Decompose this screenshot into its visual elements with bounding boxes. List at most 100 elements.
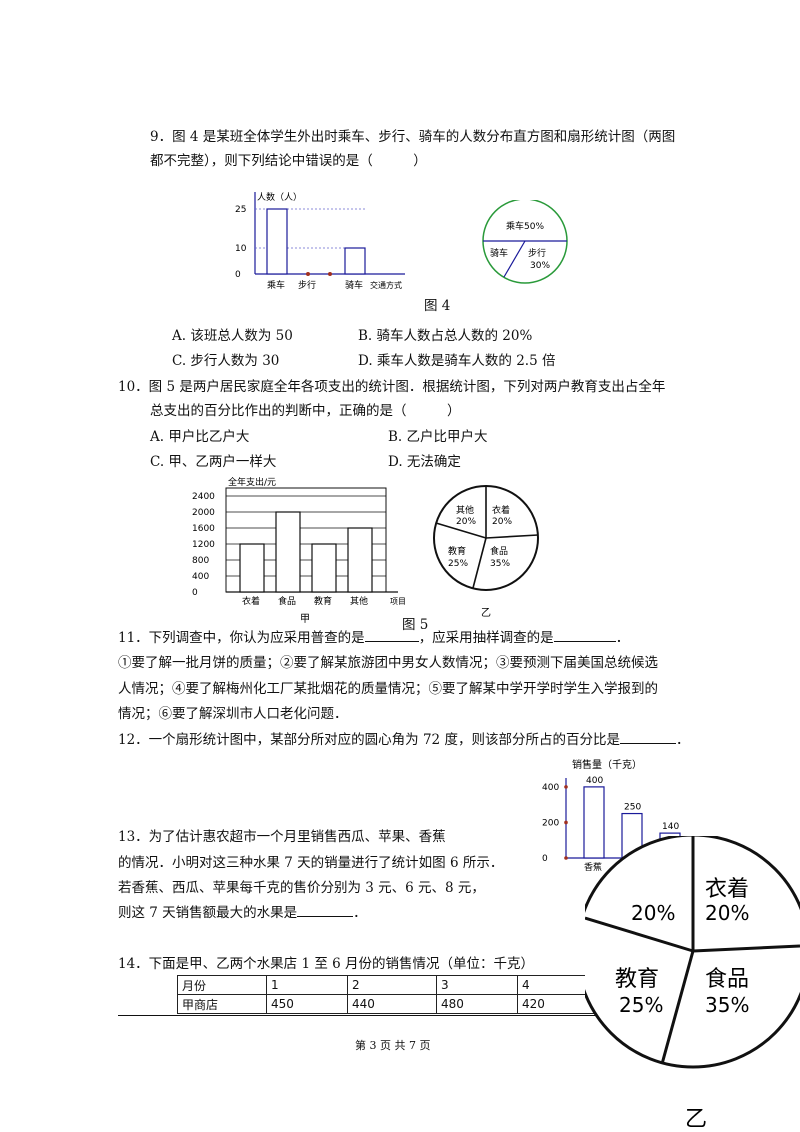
table-cell: 480 bbox=[436, 994, 518, 1014]
table-cell: 450 bbox=[266, 994, 348, 1014]
q10-fig-label: 图 5 bbox=[402, 617, 429, 633]
q12-text: 12．一个扇形统计图中，某部分所对应的圆心角为 72 度，则该部分所占的百分比是 bbox=[118, 732, 620, 748]
q12-answer-blank[interactable] bbox=[619, 731, 676, 744]
x-tick-label: 香蕉 bbox=[584, 861, 602, 873]
overlay-pie-label: 20% bbox=[631, 901, 675, 925]
q10-option-a: A. 甲户比乙户大 bbox=[150, 429, 250, 445]
y-tick-label: 1200 bbox=[192, 540, 215, 550]
q9-pie-label: 乘车50% bbox=[506, 220, 544, 232]
q10-pie-label: 其他 bbox=[456, 504, 474, 516]
overlay-pie-label: 食品 bbox=[705, 967, 749, 992]
q13-text-line1: 13．为了估计惠农超市一个月里销售西瓜、苹果、香蕉 bbox=[118, 829, 446, 845]
y-axis-label: 人数（人） bbox=[257, 191, 302, 203]
y-tick-label: 25 bbox=[235, 205, 246, 215]
q9-option-c: C. 步行人数为 30 bbox=[172, 353, 280, 369]
page-rule bbox=[118, 1015, 690, 1016]
overlay-pie-label: 25% bbox=[619, 993, 663, 1017]
bar bbox=[311, 543, 337, 593]
y-tick-label: 0 bbox=[235, 270, 241, 280]
q14-text-line1: 14．下面是甲、乙两个水果店 1 至 6 月份的销售情况（单位：千克） bbox=[118, 956, 535, 972]
q9-fig-label: 图 4 bbox=[424, 298, 451, 314]
q11-answer-blank-2[interactable] bbox=[553, 629, 616, 642]
q13-text-line3: 若香蕉、西瓜、苹果每千克的售价分别为 3 元、6 元、8 元， bbox=[118, 880, 485, 896]
q10-pie-label: 20% bbox=[492, 517, 512, 527]
overlay-pie-label: 35% bbox=[705, 993, 749, 1017]
y-tick-label: 200 bbox=[542, 818, 559, 828]
q11-answer-blank-1[interactable] bbox=[364, 629, 419, 642]
x-tick-label: 其他 bbox=[350, 595, 368, 607]
y-tick-marker bbox=[564, 856, 568, 860]
q10-pie-label: 衣着 bbox=[492, 504, 510, 516]
overlay-pie-chart: 20% 衣着 20% 教育 25% 食品 35% 乙 bbox=[585, 836, 800, 1132]
y-tick-label: 400 bbox=[192, 572, 209, 582]
q10-bar-chart: 全年支出/元项目04008001200160020002400衣着食品教育其他甲 bbox=[192, 476, 406, 624]
table-cell: 甲商店 bbox=[177, 994, 267, 1014]
y-tick-label: 2000 bbox=[192, 508, 215, 518]
q10-pie-label: 35% bbox=[490, 559, 510, 569]
q13-answer-blank[interactable] bbox=[297, 904, 354, 917]
x-tick-label: 食品 bbox=[278, 595, 296, 607]
q11-text-line3: 人情况；④要了解梅州化工厂某批烟花的质量情况；⑤要了解某中学开学时学生入学报到的 bbox=[118, 681, 658, 697]
table-cell: 3 bbox=[436, 975, 518, 995]
q13-text-line2: 的情况．小明对这三种水果 7 天的销量进行了统计如图 6 所示． bbox=[118, 855, 504, 871]
overlay-pie-label: 20% bbox=[705, 901, 749, 925]
bar bbox=[275, 511, 301, 593]
y-tick-marker bbox=[564, 785, 568, 789]
q10-pie-caption: 乙 bbox=[481, 607, 491, 618]
bar-marker bbox=[328, 272, 332, 276]
q9-text-line1: 9．图 4 是某班全体学生外出时乘车、步行、骑车的人数分布直方图和扇形统计图（两… bbox=[150, 129, 676, 145]
y-axis-label: 销售量（千克） bbox=[572, 758, 642, 771]
q13-text-line4: 则这 7 天销售额最大的水果是． bbox=[118, 904, 367, 922]
x-axis-label: 交通方式 bbox=[370, 280, 402, 290]
bar bbox=[583, 786, 605, 859]
page-footer: 第 3 页 共 7 页 bbox=[355, 1039, 431, 1052]
q12-text-line1: 12．一个扇形统计图中，某部分所对应的圆心角为 72 度，则该部分所占的百分比是… bbox=[118, 731, 689, 749]
data-label: 140 bbox=[662, 822, 679, 832]
q10-text-line2: 总支出的百分比作出的判断中，正确的是（ ） bbox=[150, 403, 461, 419]
table-cell: 月份 bbox=[177, 975, 267, 995]
q11-text-line2: ①要了解一批月饼的质量；②要了解某旅游团中男女人数情况；③要预测下届美国总统候选 bbox=[118, 655, 658, 671]
data-label: 400 bbox=[586, 776, 603, 786]
q9-pie-label: 步行 bbox=[528, 247, 546, 259]
table-cell: 1 bbox=[266, 975, 348, 995]
y-tick-label: 2400 bbox=[192, 492, 215, 502]
q9-pie-chart: 乘车50% 骑车 步行 30% bbox=[482, 200, 568, 284]
y-axis-label: 全年支出/元 bbox=[228, 476, 276, 488]
y-tick-label: 400 bbox=[542, 783, 559, 793]
q10-pie-chart: 其他 20% 衣着 20% 教育 25% 食品 35% 乙 bbox=[433, 485, 539, 618]
x-axis-label: 项目 bbox=[390, 597, 406, 606]
chart-caption: 甲 bbox=[300, 614, 310, 624]
q10-pie-label: 25% bbox=[448, 559, 468, 569]
q9-pie-label: 30% bbox=[530, 261, 550, 271]
q11-text-a: 11．下列调查中，你认为应采用普查的是 bbox=[118, 630, 365, 646]
table-cell: 440 bbox=[347, 994, 437, 1014]
q11-text-line1: 11．下列调查中，你认为应采用普查的是 ，应采用抽样调查的是 ． bbox=[118, 629, 629, 647]
q10-pie-label: 20% bbox=[456, 517, 476, 527]
y-tick-label: 10 bbox=[235, 244, 247, 254]
x-tick-label: 步行 bbox=[298, 279, 316, 291]
table-cell: 2 bbox=[347, 975, 437, 995]
q11-text-line4: 情况；⑥要了解深圳市人口老化问题． bbox=[118, 706, 348, 722]
x-tick-label: 衣着 bbox=[242, 595, 260, 607]
bar-marker bbox=[306, 272, 310, 276]
q11-text-c: ． bbox=[615, 630, 630, 646]
q10-option-d: D. 无法确定 bbox=[388, 454, 461, 470]
bar bbox=[347, 527, 373, 593]
x-tick-label: 教育 bbox=[314, 595, 332, 607]
q11-text-b: ，应采用抽样调查的是 bbox=[418, 630, 554, 646]
q10-text-line1: 10．图 5 是两户居民家庭全年各项支出的统计图．根据统计图，下列对两户教育支出… bbox=[118, 379, 666, 395]
q9-bar-chart: 人数（人） 交通方式 0 10 25 乘车 步行 骑车 bbox=[235, 191, 405, 291]
overlay-pie-caption: 乙 bbox=[685, 1107, 707, 1132]
q10-pie-label: 教育 bbox=[448, 545, 466, 557]
q9-pie-label: 骑车 bbox=[490, 247, 508, 259]
q10-option-b: B. 乙户比甲户大 bbox=[388, 429, 488, 445]
x-tick-label: 骑车 bbox=[345, 279, 363, 291]
q13-text-a: 则这 7 天销售额最大的水果是 bbox=[118, 905, 298, 921]
x-tick-label: 乘车 bbox=[267, 279, 285, 291]
y-tick-label: 0 bbox=[192, 588, 198, 598]
y-tick-label: 1600 bbox=[192, 524, 215, 534]
q9-option-a: A. 该班总人数为 50 bbox=[172, 328, 293, 344]
q10-pie-label: 食品 bbox=[490, 545, 508, 557]
y-tick-marker bbox=[564, 820, 568, 825]
q9-text-line2: 都不完整），则下列结论中错误的是（ ） bbox=[150, 153, 427, 169]
